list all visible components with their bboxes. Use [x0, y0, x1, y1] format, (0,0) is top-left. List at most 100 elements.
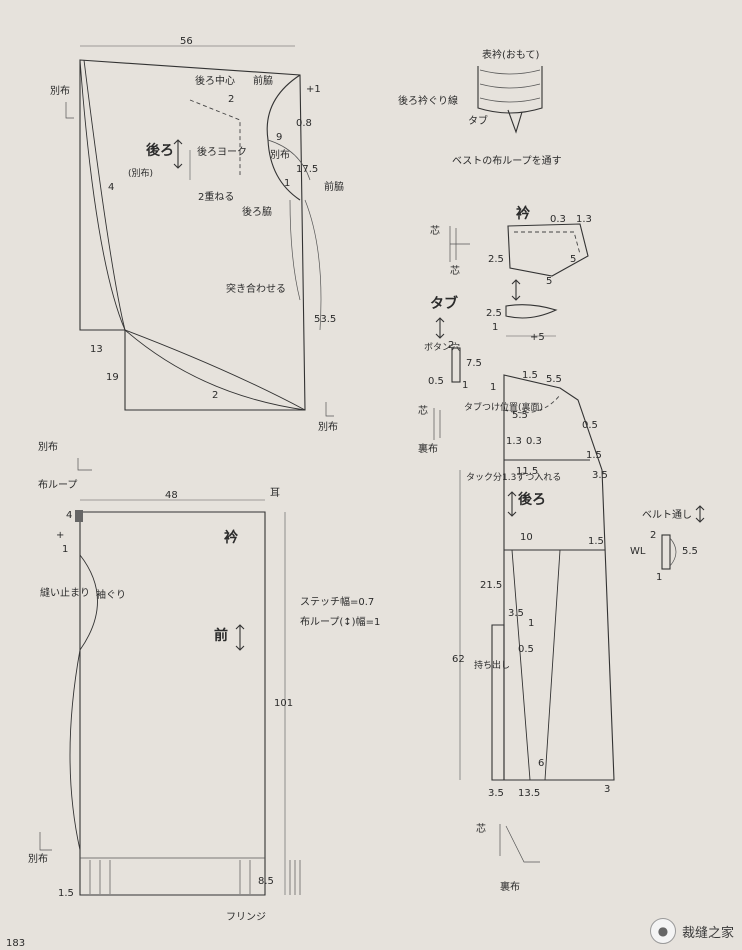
- label-plus5: +5: [530, 332, 545, 343]
- lining-bottom-mark: [499, 824, 540, 863]
- label-butt: 突き合わせる: [226, 282, 286, 295]
- label-l-1b: 1: [528, 618, 534, 629]
- label-interfacing-2: 芯: [450, 264, 460, 277]
- label-fringe: フリンジ: [226, 912, 266, 923]
- collar-piece-outline: [507, 223, 589, 277]
- label-separate-left: 別布: [50, 85, 70, 97]
- label-l-05b: 0.5: [518, 644, 534, 655]
- title-tab: タブ: [430, 295, 458, 312]
- label-overlap: 2重ねる: [198, 190, 234, 203]
- label-l-15c: 1.5: [588, 536, 604, 547]
- title-collar-front: 衿: [224, 529, 239, 546]
- label-yoke: 後ろヨーク: [197, 145, 247, 158]
- label-535: 53.5: [314, 314, 336, 325]
- title-back: 後ろ: [146, 142, 174, 159]
- label-belt-1: 1: [656, 572, 662, 583]
- label-back-side: 後ろ脇: [242, 205, 272, 218]
- extension-strip: [491, 624, 505, 781]
- label-button-hole: ボタン穴: [424, 341, 460, 353]
- label-separate-note: (別布): [128, 167, 153, 179]
- belt-loop-curve: [669, 537, 677, 567]
- label-l-3: 3: [604, 784, 610, 795]
- label-l-13: 1.3: [506, 436, 522, 447]
- front-outline: [79, 511, 266, 896]
- label-loop-note: ベストの布ループを通す: [452, 155, 562, 167]
- back-hem-curve-1: [124, 329, 306, 411]
- tab-piece: タブ 2.5 1 +5 ボタン穴 2 7.5 0.5 1: [424, 279, 558, 391]
- side-curve: [69, 649, 81, 851]
- label-interfacing: 芯: [430, 224, 440, 237]
- label-l-35a: 3.5: [592, 470, 608, 481]
- separate-mark-top: [77, 458, 92, 471]
- label-l-15a: 1.5: [522, 370, 538, 381]
- separate-mark-bottom: [325, 402, 334, 417]
- title-collar: 衿: [516, 205, 531, 222]
- label-tab-05: 0.5: [428, 376, 444, 387]
- label-19: 19: [106, 372, 119, 383]
- button-hole-piece: [451, 347, 461, 383]
- yoke-line: [189, 99, 241, 175]
- lining-guide-lines: [504, 459, 605, 551]
- armhole-curve: [79, 554, 98, 651]
- label-13: 13: [90, 344, 103, 355]
- fringe-detail-mark: [289, 860, 301, 895]
- collar-piece-inner: [514, 231, 581, 255]
- label-l-55b: 5.5: [512, 410, 528, 421]
- dim-56: 56: [180, 36, 193, 47]
- label-back-neckline: 後ろ衿ぐり線: [398, 94, 458, 107]
- label-tab-1b: 1: [462, 380, 468, 391]
- side-line: [304, 199, 322, 331]
- watermark: ● 裁缝之家: [649, 918, 734, 944]
- back-seam-curve-2: [83, 59, 126, 331]
- label-l-lining-2: 裏布: [500, 880, 520, 893]
- tab-shape: [507, 109, 523, 134]
- side-line-2: [289, 199, 301, 301]
- label-loop: 布ループ: [38, 479, 77, 491]
- collar-detail: 表衿(おもて) 後ろ衿ぐり線 タブ ベストの布ループを通す: [398, 48, 562, 167]
- watermark-text: 裁缝之家: [681, 925, 734, 941]
- label-l-35c: 3.5: [488, 788, 504, 799]
- belt-loop-piece: [661, 534, 671, 570]
- collar-outline: [477, 66, 543, 114]
- grain-arrow-front: [235, 624, 245, 651]
- collar-stitch-lines: [479, 69, 541, 103]
- label-9: 9: [276, 132, 282, 143]
- label-tab-position: タブつけ位置(裏面): [464, 401, 543, 413]
- label-plus: +: [56, 530, 64, 541]
- label-101: 101: [274, 698, 293, 709]
- label-5b: 5: [570, 254, 576, 265]
- loop-marker: [75, 510, 83, 522]
- label-l-35b: 3.5: [508, 608, 524, 619]
- page-number: 183: [6, 938, 25, 949]
- label-l-interfacing-2: 芯: [476, 822, 486, 835]
- label-separate-bottom: 別布: [318, 421, 338, 433]
- label-tab-25: 2.5: [486, 308, 502, 319]
- title-lining-back: 後ろ: [518, 491, 546, 508]
- label-15: 1.5: [58, 888, 74, 899]
- label-l-215: 21.5: [480, 580, 502, 591]
- label-selvage: 耳: [270, 487, 280, 499]
- label-85: 8.5: [258, 876, 274, 887]
- tab-outline: [505, 304, 558, 319]
- label-4: 4: [108, 182, 114, 193]
- label-extension: 持ち出し: [474, 659, 510, 671]
- label-loop-width: 布ループ(↕)幅=1: [300, 615, 380, 628]
- label-l-interfacing: 芯: [418, 404, 428, 417]
- back-piece: 56 後ろ中心 前脇 +1 2 0.8 9 後ろヨーク 別布 17.5 1 前脇…: [50, 36, 344, 433]
- label-belt-2: 2: [650, 530, 656, 541]
- label-wl: WL: [630, 546, 646, 557]
- grain-arrow-tab: [435, 317, 445, 339]
- back-neck-curve: [266, 74, 301, 201]
- separate-mark-left: [65, 102, 74, 119]
- label-2a: 2: [228, 94, 234, 105]
- grain-arrow-belt: [695, 505, 705, 523]
- lining-neck-dash: [503, 394, 561, 414]
- label-l-10: 10: [520, 532, 533, 543]
- label-08: 0.8: [296, 118, 312, 129]
- label-l-05a: 0.5: [582, 420, 598, 431]
- lining-dart-lines: [511, 549, 561, 781]
- label-25: 2.5: [488, 254, 504, 265]
- label-center-back: 後ろ中心: [195, 74, 235, 87]
- lining-interfacing-mark: [433, 408, 441, 440]
